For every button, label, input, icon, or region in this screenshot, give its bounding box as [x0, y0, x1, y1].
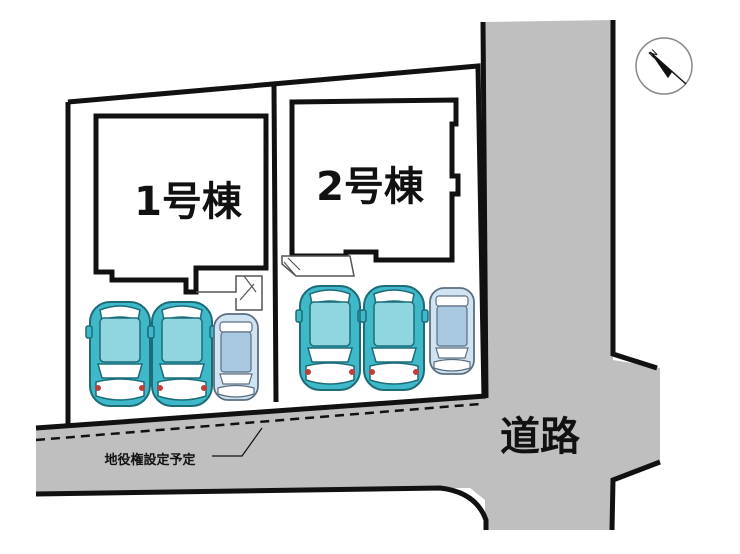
car-2-2 — [359, 285, 429, 391]
road-label: 道路 — [500, 414, 581, 460]
building-2 — [281, 97, 461, 277]
parking-lot-1 — [85, 301, 259, 407]
parking-lot-2 — [295, 285, 475, 391]
car-1-2 — [147, 301, 217, 407]
car-1-1 — [85, 301, 155, 407]
building-2-label: 2号棟 — [316, 164, 425, 210]
car-2-3 — [429, 287, 475, 375]
car-1-3 — [213, 313, 259, 401]
lot-outlines — [65, 63, 487, 424]
north-arrow-icon: N — [635, 37, 693, 95]
building-1 — [93, 113, 269, 311]
easement-line: 地役権設定予定 — [35, 402, 481, 468]
easement-label: 地役権設定予定 — [104, 452, 195, 468]
road-area — [35, 20, 661, 531]
building-1-label: 1号棟 — [134, 179, 243, 225]
car-2-1 — [295, 285, 365, 391]
